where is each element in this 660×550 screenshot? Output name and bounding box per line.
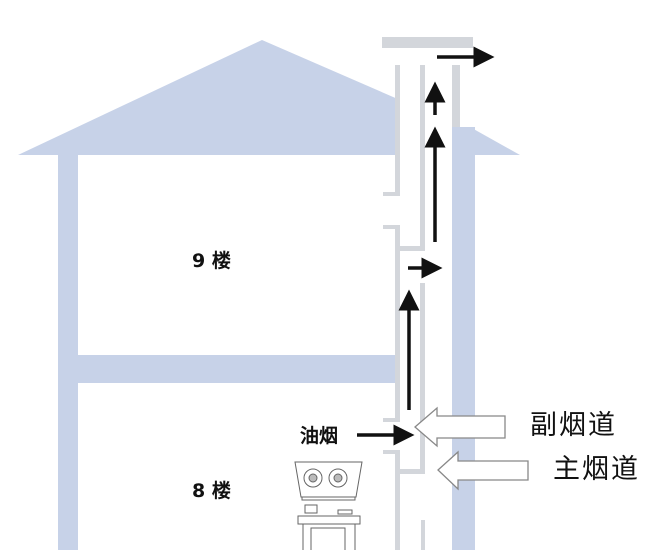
fan-icon (328, 468, 348, 488)
fan-icon (303, 468, 323, 488)
floor-slab (58, 355, 398, 383)
floor-8-label: 8 楼 (192, 480, 231, 502)
main-flue-pointer-arrow (437, 450, 529, 491)
oven-door (310, 527, 346, 550)
counter (297, 515, 361, 525)
roof (18, 40, 400, 155)
oil-smoke-label: 油烟 (300, 425, 339, 447)
main-flue-outer-wall (452, 65, 460, 127)
pan (337, 509, 353, 515)
cabinet (302, 523, 356, 550)
flow-arrows (357, 46, 495, 446)
sub-flue-label: 副烟道 (530, 410, 617, 441)
flue-cap (382, 37, 473, 48)
left-wall (58, 150, 78, 550)
floor-9-label: 9 楼 (192, 250, 231, 272)
pointer-arrows (414, 406, 529, 491)
sub-flue-pointer-arrow (414, 406, 506, 448)
pot (304, 504, 318, 514)
main-flue-label: 主烟道 (553, 454, 640, 485)
flue-walls (382, 37, 473, 550)
range-hood (294, 461, 363, 498)
building (18, 40, 520, 550)
right-wall (452, 127, 475, 550)
kitchen-appliances (294, 461, 363, 550)
